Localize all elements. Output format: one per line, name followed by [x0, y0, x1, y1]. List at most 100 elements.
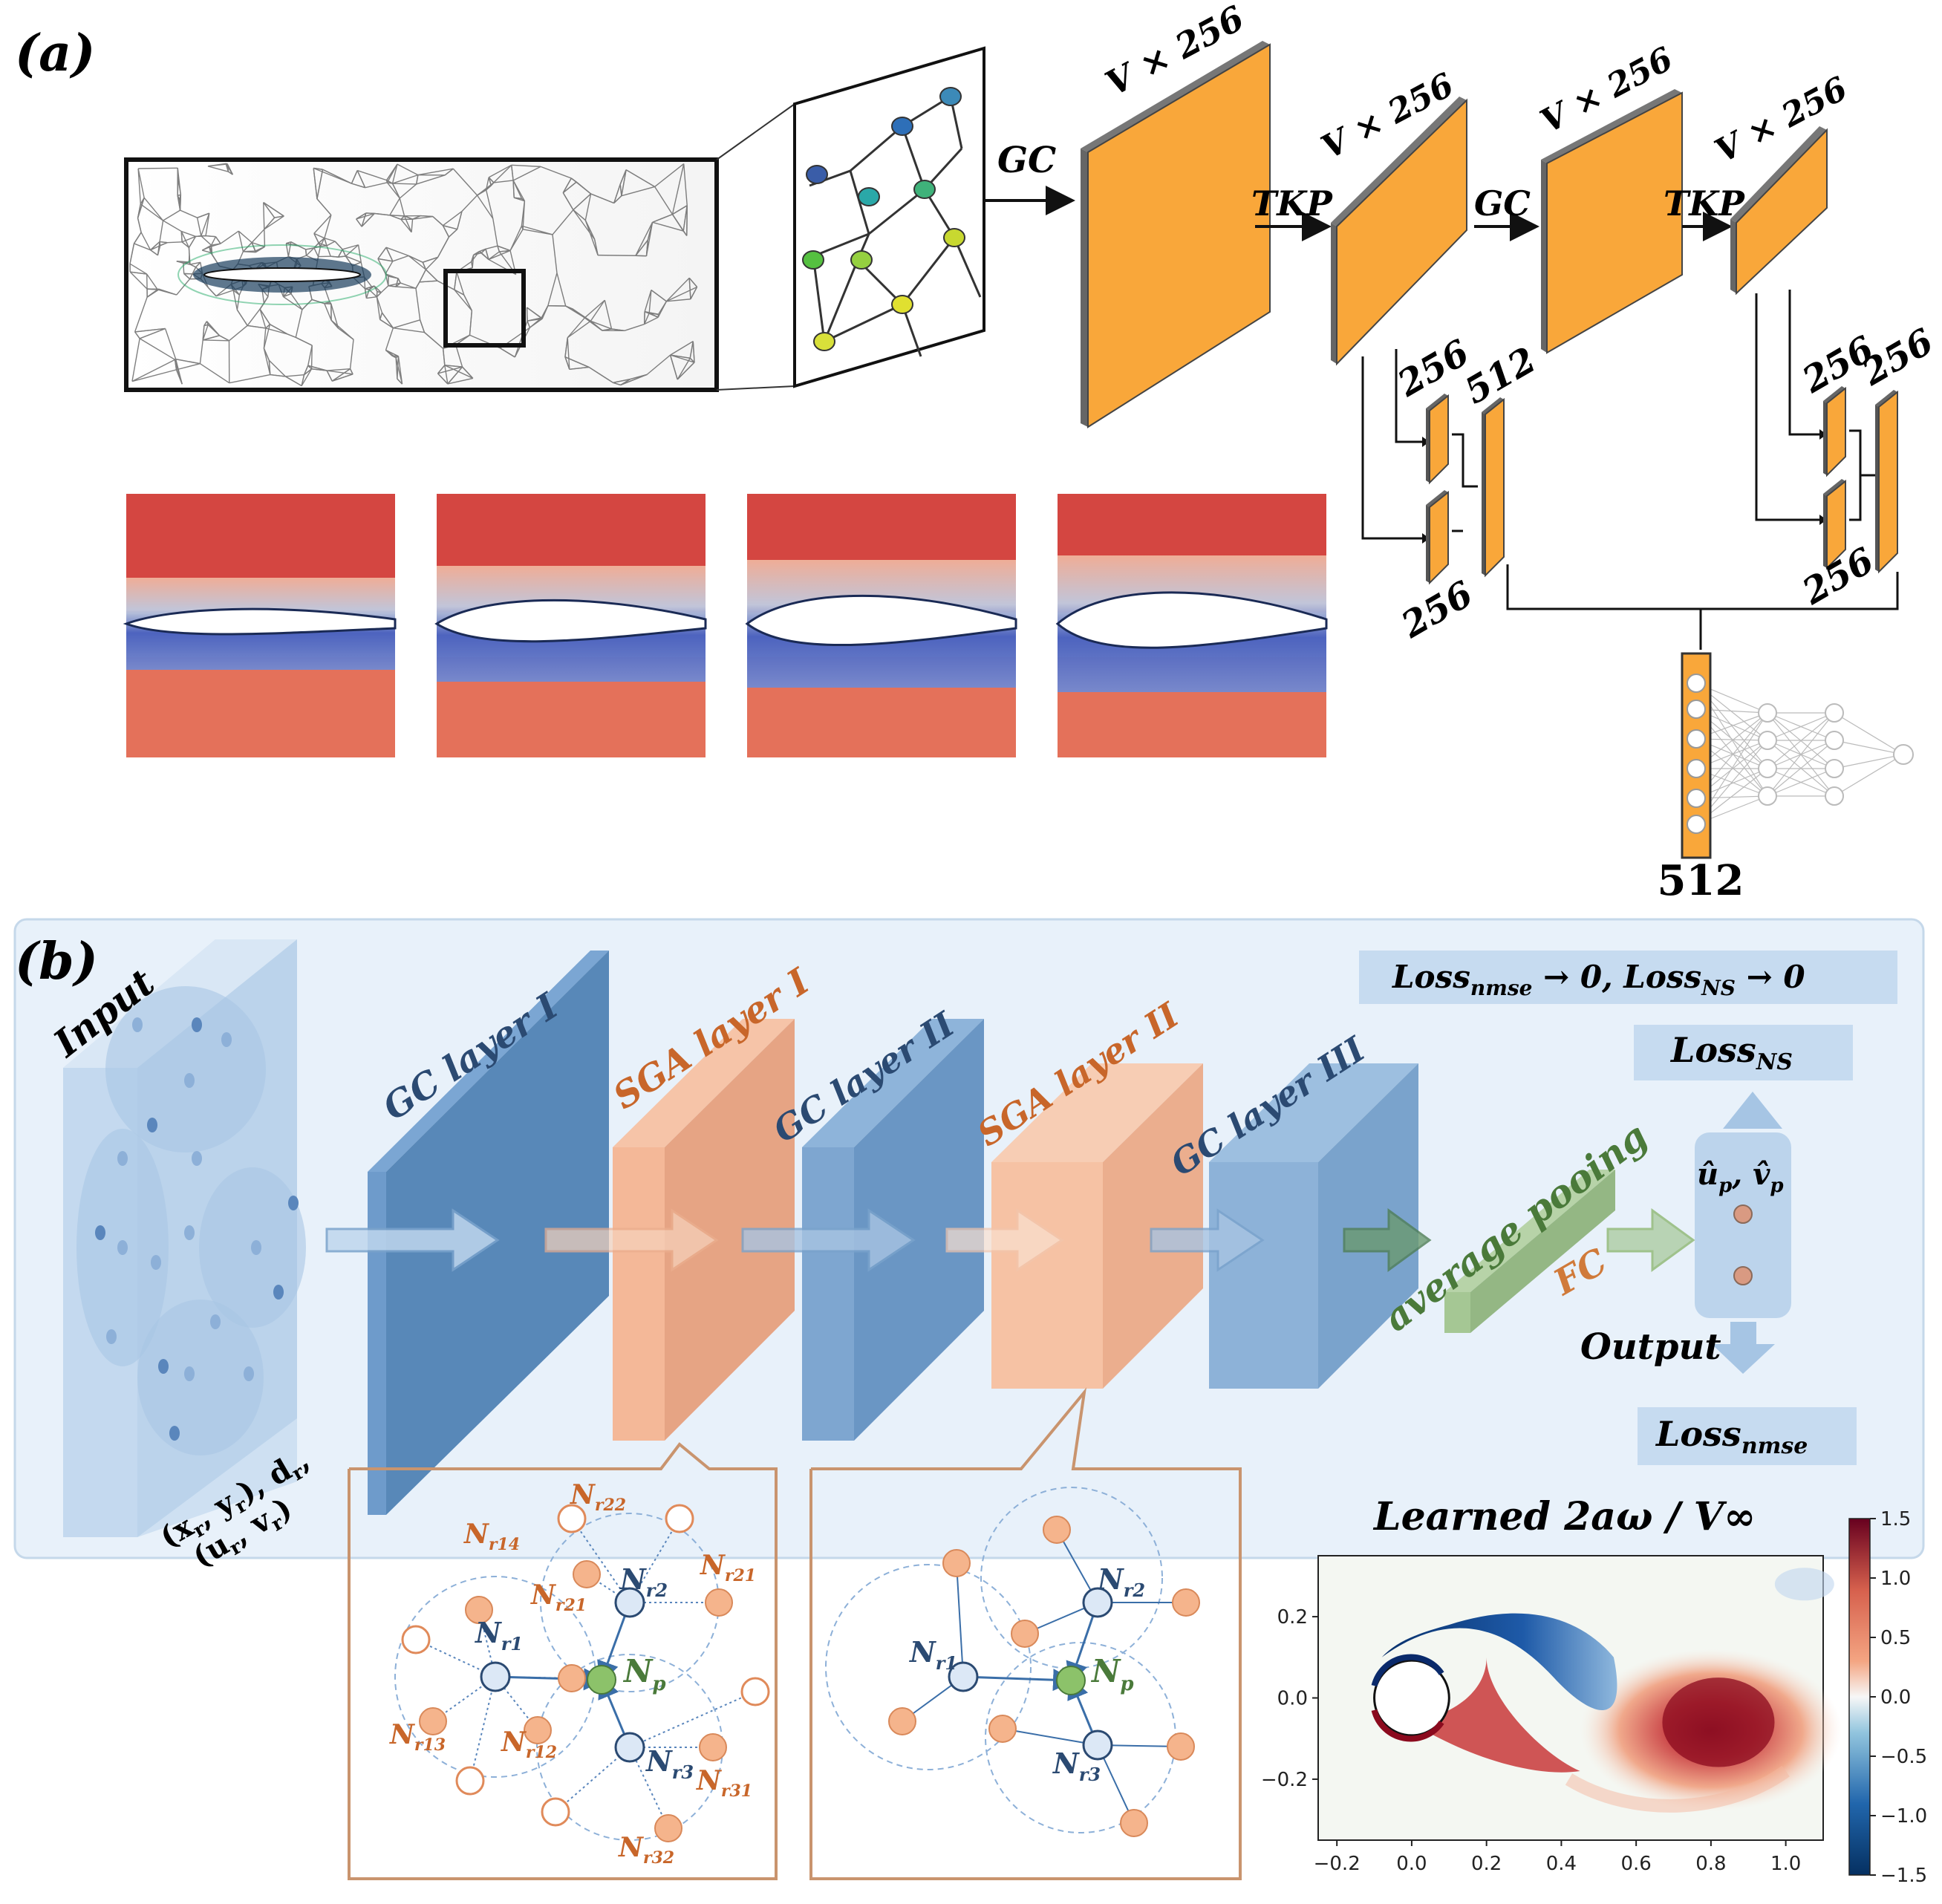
panel-a-label: (a) — [15, 24, 95, 83]
graph-node-label: Np — [622, 1653, 666, 1695]
input-point — [288, 1196, 299, 1210]
gc-layer-1 — [368, 951, 609, 1515]
colorbar-ticks: 1.51.00.50.0−0.5−1.0−1.5 — [1870, 1508, 1927, 1887]
mlp-input-node — [1687, 674, 1706, 693]
mlp-hidden-node — [1825, 703, 1844, 723]
graph-center-node — [614, 1732, 645, 1763]
input-point — [210, 1314, 221, 1329]
loss-ns-text: LossNS — [1669, 1030, 1793, 1075]
mesh-domain — [124, 103, 795, 392]
graph-neighbor-node — [654, 1814, 682, 1842]
output-label: Output — [1580, 1326, 1721, 1368]
y-tick-label: 0.2 — [1277, 1606, 1308, 1628]
input-point — [184, 1225, 195, 1240]
right-branch-bar-top — [1823, 386, 1846, 477]
mlp-hidden-node — [1825, 759, 1844, 778]
feature-block-4: V × 256 — [1709, 70, 1854, 296]
tkp-label-2: TKP — [1664, 183, 1745, 224]
graph-neighbor-node — [1120, 1809, 1148, 1837]
input-point — [184, 1366, 195, 1381]
chart-field — [1371, 1568, 1842, 1813]
graph-neighbor-node — [665, 1504, 694, 1533]
graph-neighbor-node — [740, 1677, 770, 1706]
graph-neighbor-node — [1011, 1620, 1039, 1648]
graph-node-label: Nr12 — [501, 1727, 557, 1762]
input-point — [106, 1329, 117, 1344]
flow-arrows — [325, 1208, 1695, 1272]
input-point — [151, 1255, 161, 1270]
left-branch-bar-top — [1426, 394, 1449, 485]
chart-title: Learned 2aω / V∞ — [1372, 1494, 1756, 1539]
graph-node-label: Nr2 — [1097, 1562, 1145, 1601]
graph-neighbor-node — [541, 1797, 570, 1827]
y-tick-label: 0.0 — [1277, 1688, 1308, 1710]
graph-neighbor-node — [465, 1596, 493, 1624]
input-point — [244, 1366, 254, 1381]
mlp-hidden-node — [1825, 786, 1844, 806]
output-node-box — [1695, 1092, 1791, 1374]
y-tick-label: −0.2 — [1261, 1769, 1308, 1791]
graph-neighbor-node — [524, 1716, 552, 1744]
zoomed-graph — [793, 46, 985, 388]
colorbar-tick-label: −0.5 — [1880, 1746, 1927, 1768]
shear-layer-positive — [1411, 1657, 1580, 1773]
x-tick-label: 0.6 — [1620, 1853, 1651, 1875]
x-tick-label: −0.2 — [1314, 1853, 1361, 1875]
mlp-input-node — [1687, 815, 1706, 834]
input-point — [273, 1285, 284, 1300]
mlp-input-node — [1687, 700, 1706, 719]
graph-neighbor-node — [1167, 1732, 1195, 1761]
mlp-hidden-node — [1825, 731, 1844, 750]
graph-center-node — [614, 1587, 645, 1618]
graph-node-label: Np — [1090, 1653, 1134, 1695]
graph-neighbor-node — [557, 1504, 587, 1533]
graph-node-label: Nr2 — [619, 1562, 668, 1601]
graph-node-label: Nr3 — [645, 1744, 694, 1783]
input-point — [221, 1032, 232, 1047]
mlp-input-node — [1687, 759, 1706, 778]
left-branch-top-label: 256 — [1390, 332, 1476, 405]
mlp-hidden-node — [1758, 731, 1777, 750]
airfoil-shape — [203, 267, 361, 282]
gc-layer-2 — [802, 1019, 984, 1441]
graph-neighbor-node — [558, 1664, 586, 1692]
gc-label-1: GC — [997, 140, 1056, 181]
graph-neighbor-node — [455, 1766, 485, 1796]
graph-neighbor-node — [988, 1715, 1017, 1743]
airfoil-shape — [123, 607, 397, 636]
mlp-network — [1681, 652, 1914, 859]
cylinder — [1373, 1659, 1450, 1737]
graph-node-label: Nr1 — [475, 1616, 523, 1654]
colorbar-tick-label: −1.5 — [1880, 1865, 1927, 1887]
negative-vortex — [1381, 1613, 1617, 1710]
airfoil-shape — [434, 599, 707, 643]
colorbar-tick-label: 0.0 — [1880, 1686, 1911, 1709]
airfoil-shape — [1055, 591, 1328, 649]
input-point — [147, 1118, 157, 1132]
mlp-hidden-node — [1758, 703, 1777, 723]
zoom-box — [443, 269, 526, 348]
input-point — [158, 1359, 169, 1374]
graph-neighbor-node — [1043, 1516, 1071, 1544]
panel-b: (b) Input (xr, yr), dr, (ur, vr) GC laye… — [13, 918, 1927, 1887]
feature-block-3: V × 256 — [1534, 40, 1683, 354]
mlp-input-label: 512 — [1658, 856, 1744, 905]
graph-node-label: Nr3 — [1052, 1747, 1101, 1785]
right-branch-bar-bottom — [1823, 479, 1846, 570]
right-concat-bar — [1875, 390, 1898, 574]
gc-label-2: GC — [1474, 183, 1531, 224]
right-concat-label: 256 — [1854, 321, 1941, 394]
right-branch-connectors — [1755, 290, 1875, 521]
block4-dim-label: V × 256 — [1709, 70, 1854, 171]
graph-neighbor-node — [401, 1625, 431, 1654]
colorbar — [1848, 1518, 1871, 1876]
graph-neighbor-node — [888, 1707, 916, 1735]
input-point — [117, 1240, 128, 1255]
tkp-label-1: TKP — [1251, 183, 1333, 224]
colorbar-tick-label: 0.5 — [1880, 1627, 1911, 1649]
graph-target-node — [1056, 1666, 1086, 1695]
loss-target-box — [1359, 951, 1897, 1004]
